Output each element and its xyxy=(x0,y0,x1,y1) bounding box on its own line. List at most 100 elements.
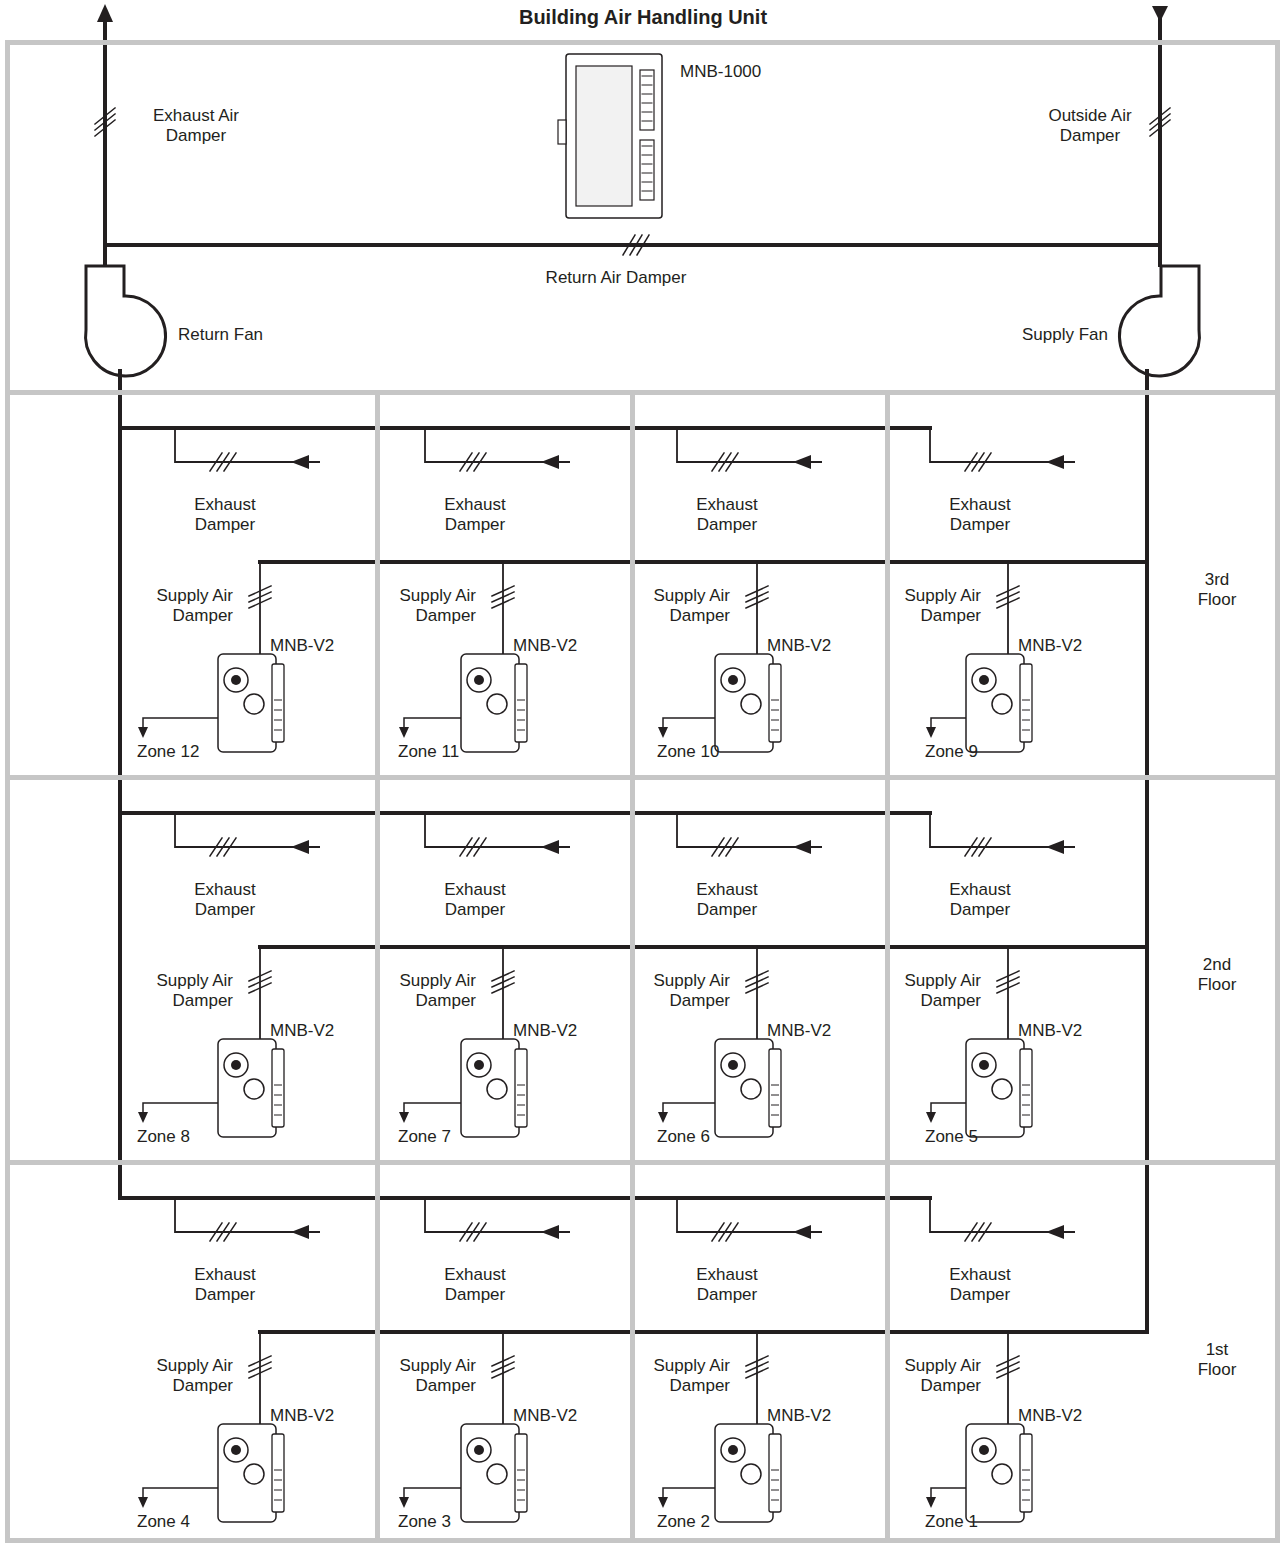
exhaust-branch xyxy=(930,813,1075,847)
damper-hatch xyxy=(492,1362,514,1372)
actuator-knob xyxy=(992,694,1012,714)
damper-hatch xyxy=(746,1368,768,1378)
damper-hatch xyxy=(460,838,472,856)
zone-arrow xyxy=(404,718,461,728)
controller-label: MNB-V2 xyxy=(1018,1021,1098,1041)
arrow-head xyxy=(926,1497,936,1508)
exhaust-branch xyxy=(677,813,822,847)
arrow-head xyxy=(658,1112,668,1123)
actuator-body xyxy=(461,654,519,752)
zone-cell: Exhaust DamperSupply Air DamperMNB-V2Zon… xyxy=(375,1160,630,1543)
damper-hatch xyxy=(726,453,738,471)
zone-cell: Exhaust DamperSupply Air DamperMNB-V2Zon… xyxy=(375,390,630,780)
damper-label: Supply Air Damper xyxy=(881,586,981,627)
terminal-mark xyxy=(1022,720,1030,721)
floor-band: 3rd Floor Exhaust DamperSupply Air Damper… xyxy=(5,390,1280,780)
damper-label: Supply Air Damper xyxy=(133,586,233,627)
exhaust-main xyxy=(120,426,930,430)
zone-arrow xyxy=(931,1103,966,1113)
damper-label: Supply Air Damper xyxy=(376,586,476,627)
actuator-body xyxy=(218,654,276,752)
controller-label: MNB-V2 xyxy=(513,1021,593,1041)
floor-label: 3rd Floor xyxy=(1187,570,1247,611)
damper-hatch xyxy=(249,1368,271,1378)
actuator-hub xyxy=(474,1445,484,1455)
zone-label: Zone 11 xyxy=(398,742,488,762)
zone-cell: Exhaust DamperSupply Air DamperMNB-V2Zon… xyxy=(630,390,885,780)
terminal-mark xyxy=(771,1085,779,1086)
diagram-title: Building Air Handling Unit xyxy=(343,6,943,29)
terminal-mark xyxy=(771,1095,779,1096)
zone-cell: Exhaust DamperSupply Air DamperMNB-V2Zon… xyxy=(630,775,885,1165)
damper-hatch xyxy=(492,592,514,602)
terminal-mark xyxy=(1022,1085,1030,1086)
damper-hatch xyxy=(997,983,1019,993)
damper-label: Exhaust Damper xyxy=(430,880,520,921)
damper-label: Exhaust Damper xyxy=(935,880,1025,921)
zone-cell: Exhaust DamperSupply Air DamperMNB-V2Zon… xyxy=(5,390,375,780)
arrow-head xyxy=(291,1225,309,1239)
actuator-terminal xyxy=(515,664,527,742)
actuator-knob xyxy=(487,694,507,714)
terminal-mark xyxy=(517,1115,525,1116)
terminal-mark xyxy=(642,146,652,147)
damper-hatch xyxy=(210,1223,222,1241)
mnb-v2-actuator xyxy=(966,654,1032,752)
actuator-body xyxy=(715,1424,773,1522)
zone-arrow xyxy=(663,1103,715,1113)
controller-label: MNB-V2 xyxy=(767,1406,847,1426)
terminal-mark xyxy=(274,1105,282,1106)
exhaust-branch xyxy=(677,1198,822,1232)
damper-hatch xyxy=(492,971,514,981)
damper-hatch xyxy=(997,977,1019,987)
exhaust-branch xyxy=(930,428,1075,462)
terminal-mark xyxy=(771,710,779,711)
actuator-hub xyxy=(979,1445,989,1455)
damper-hatch xyxy=(746,592,768,602)
terminal-mark xyxy=(642,121,652,122)
damper-hatch xyxy=(719,453,731,471)
mnb-v2-actuator xyxy=(461,1424,527,1522)
actuator-body xyxy=(715,654,773,752)
terminal-mark xyxy=(517,700,525,701)
actuator-hub xyxy=(224,1053,248,1077)
terminal-mark xyxy=(642,164,652,165)
device-terminal xyxy=(558,120,566,144)
controller-label: MNB-V2 xyxy=(767,636,847,656)
zone-cell: Exhaust DamperSupply Air DamperMNB-V2Zon… xyxy=(630,1160,885,1543)
damper-hatch xyxy=(492,983,514,993)
actuator-knob xyxy=(741,694,761,714)
zone-label: Zone 3 xyxy=(398,1512,488,1532)
terminal-mark xyxy=(642,191,652,192)
zone-label: Zone 2 xyxy=(657,1512,747,1532)
terminal-mark xyxy=(274,700,282,701)
terminal-mark xyxy=(517,1095,525,1096)
damper-hatch xyxy=(249,977,271,987)
damper-hatch xyxy=(249,1362,271,1372)
damper-hatch xyxy=(474,453,486,471)
supply-riser xyxy=(1145,371,1149,1332)
arrow-head xyxy=(399,727,409,738)
damper-hatch xyxy=(492,1356,514,1366)
zone-label: Zone 9 xyxy=(925,742,1015,762)
zone-label: Zone 10 xyxy=(657,742,747,762)
actuator-knob xyxy=(244,694,264,714)
terminal-mark xyxy=(771,1105,779,1106)
damper-label: Exhaust Damper xyxy=(180,1265,270,1306)
damper-hatch xyxy=(210,838,222,856)
arrow-head xyxy=(926,727,936,738)
terminal-mark xyxy=(642,103,652,104)
supply-branch xyxy=(259,1332,261,1424)
zone-label: Zone 5 xyxy=(925,1127,1015,1147)
damper-hatch xyxy=(492,1368,514,1378)
terminal-mark xyxy=(517,1490,525,1491)
actuator-hub xyxy=(231,675,241,685)
damper-hatch xyxy=(217,838,229,856)
damper-hatch xyxy=(979,838,991,856)
terminal-mark xyxy=(517,1480,525,1481)
damper-label: Exhaust Damper xyxy=(682,880,772,921)
damper-hatch xyxy=(249,971,271,981)
damper-hatch xyxy=(95,120,115,136)
terminal-mark xyxy=(517,720,525,721)
mnb-v2-actuator xyxy=(966,1039,1032,1137)
